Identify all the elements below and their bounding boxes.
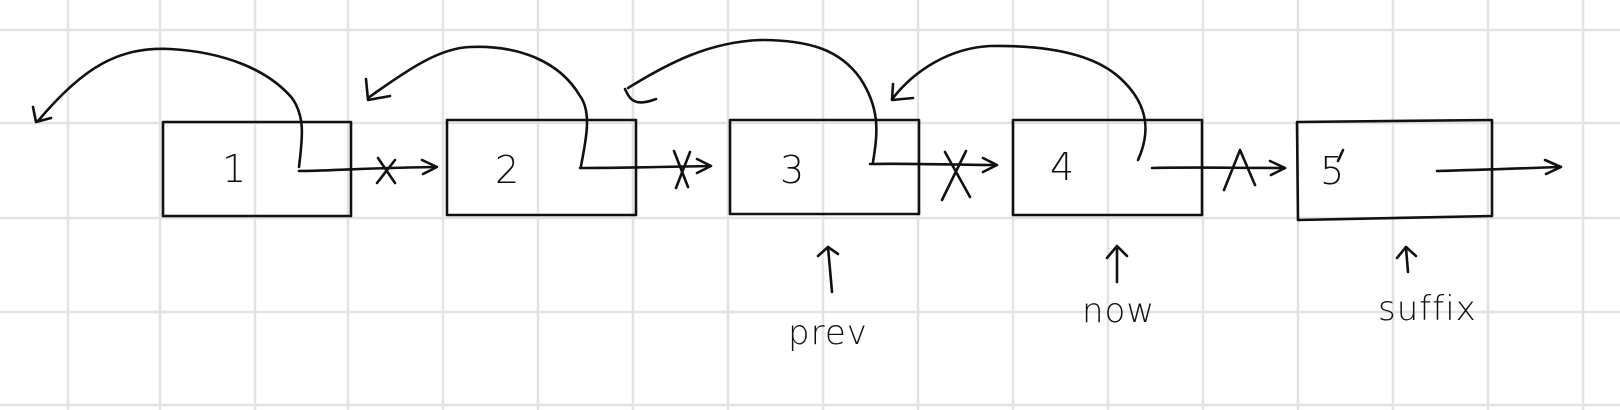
list-node-1: 1 xyxy=(161,120,353,218)
prev-label: prev xyxy=(788,313,868,353)
crossed-next-arrow-1-2 xyxy=(297,156,439,185)
now-label: now xyxy=(1082,291,1155,331)
suffix-label: suffix xyxy=(1378,289,1477,329)
node-box xyxy=(728,118,921,216)
suffix-pointer: suffix xyxy=(1378,245,1477,329)
prev-pointer: prev xyxy=(788,245,868,353)
next-arrow-5-out xyxy=(1435,158,1563,176)
list-node-5: 5 xyxy=(1295,118,1494,222)
node-value: 2 xyxy=(495,148,519,192)
node-value: 1 xyxy=(222,147,246,191)
node-box xyxy=(1295,118,1494,222)
crossed-next-arrow-2-3 xyxy=(578,149,713,190)
crossed-next-arrow-4-5 xyxy=(1150,148,1287,192)
list-node-2: 2 xyxy=(445,118,638,217)
reversed-arrow-3-to-2 xyxy=(623,38,878,164)
list-node-3: 3 xyxy=(728,118,921,216)
crossed-next-arrow-3-4 xyxy=(868,149,999,202)
reversed-arrow-4-to-3 xyxy=(890,44,1147,162)
now-pointer: now xyxy=(1082,244,1155,331)
node-value: 4 xyxy=(1050,145,1074,189)
reversed-arrow-1-to-null xyxy=(31,47,304,169)
node-box xyxy=(161,120,353,218)
reversed-arrow-2-to-1 xyxy=(364,45,589,168)
node-value: 3 xyxy=(780,148,804,192)
node-value-stroke-mark xyxy=(1336,148,1345,163)
